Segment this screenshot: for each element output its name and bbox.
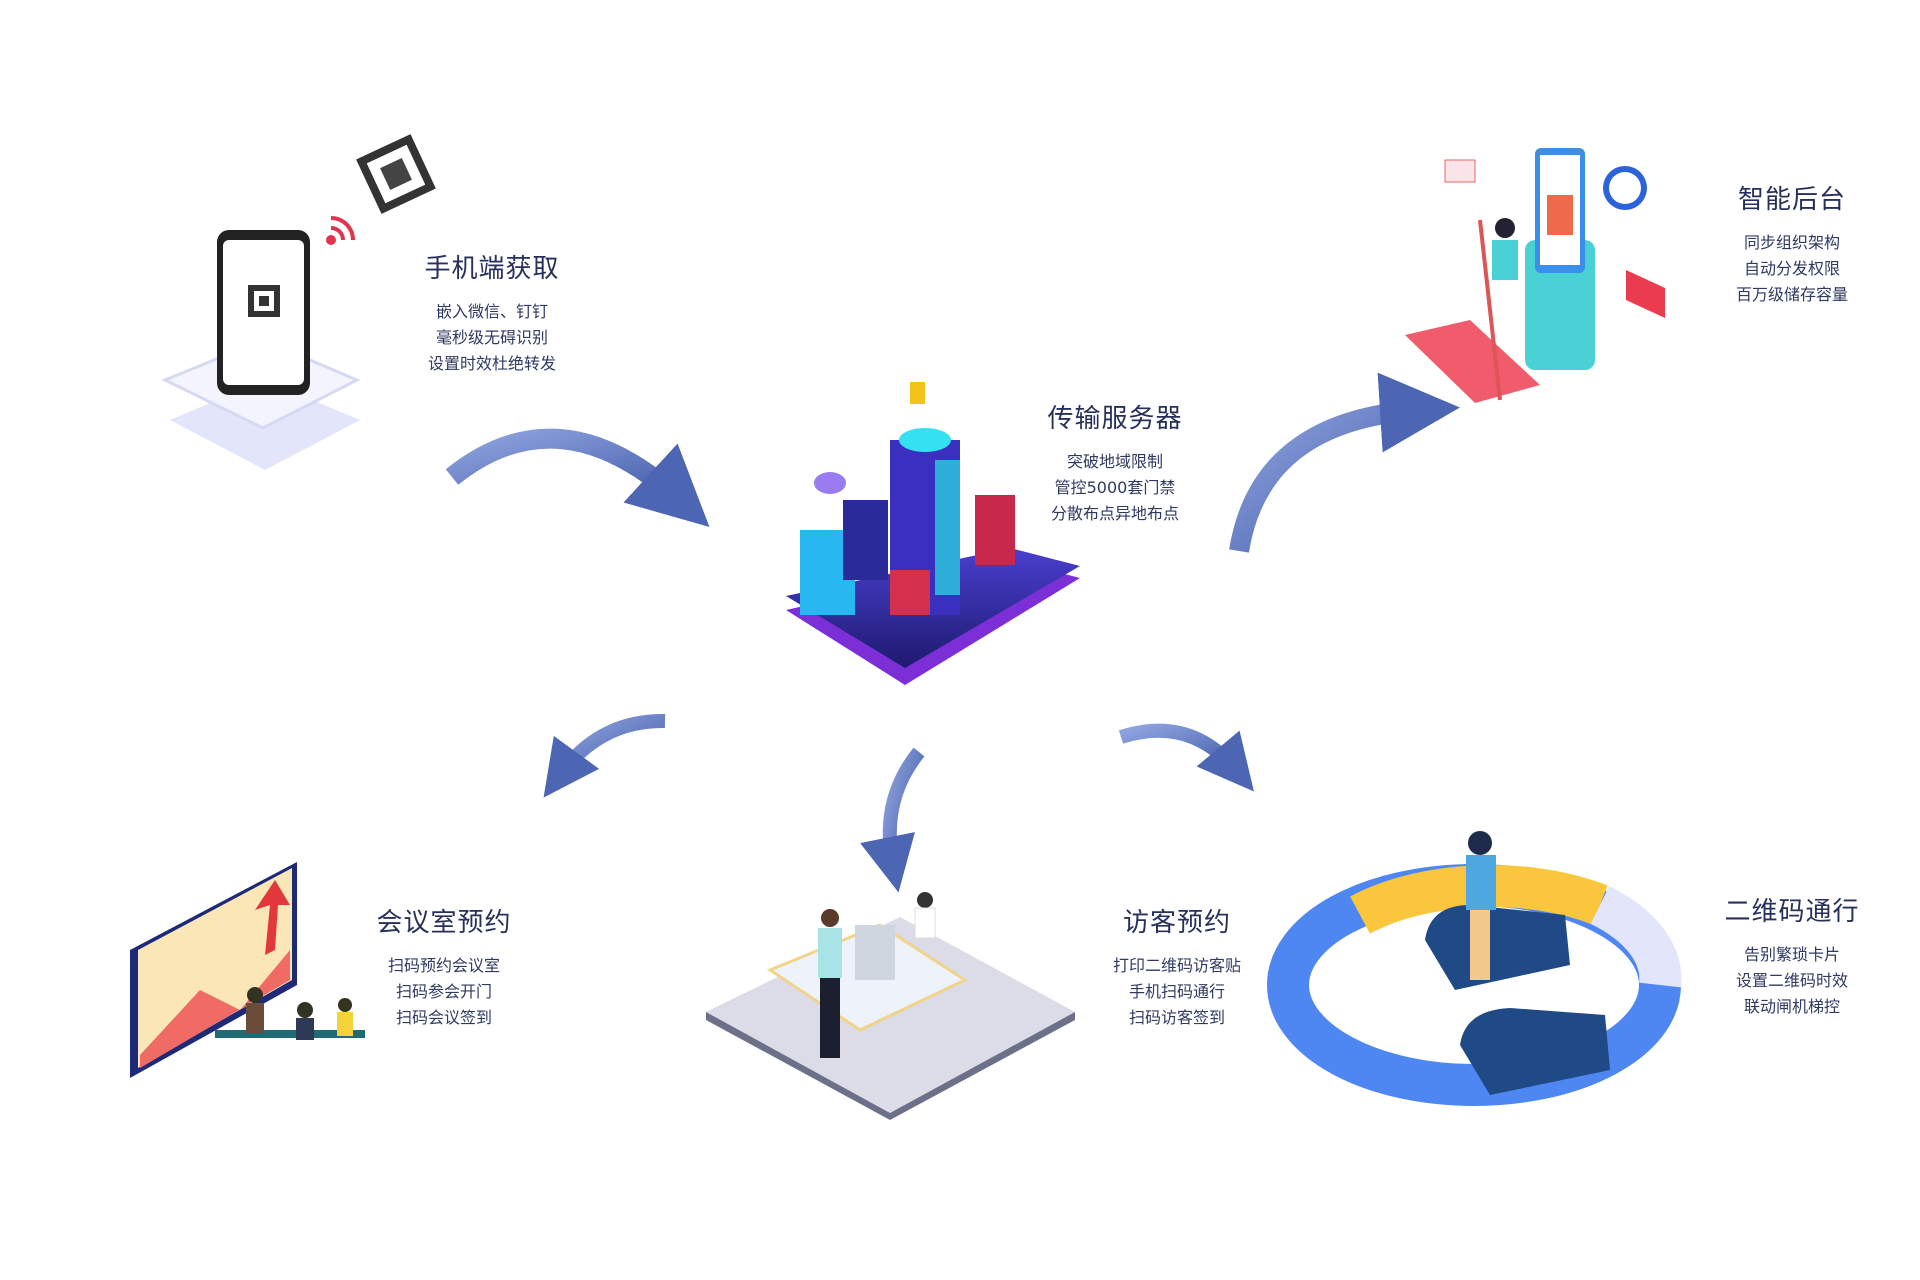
arrow-mobile-to-server <box>445 428 710 528</box>
node-title: 会议室预约 <box>376 908 512 938</box>
signal-icon <box>326 216 355 245</box>
node-title: 手机端获取 <box>424 254 560 284</box>
node-line: 扫码会议签到 <box>395 1008 492 1027</box>
visitor-desk-illustration <box>706 892 1075 1120</box>
node-line: 联动闸机梯控 <box>1743 997 1840 1016</box>
node-title: 传输服务器 <box>1047 404 1183 434</box>
mobile-phone-illustration <box>161 230 361 470</box>
node-line: 手机扫码通行 <box>1128 982 1225 1001</box>
smart-backend-illustration <box>1405 148 1665 403</box>
node-line: 打印二维码访客贴 <box>1112 956 1241 975</box>
node-line: 同步组织架构 <box>1743 233 1840 252</box>
node-line: 自动分发权限 <box>1743 259 1840 278</box>
arrow-server-to-visitor <box>860 747 925 893</box>
node-line: 扫码参会开门 <box>395 982 492 1001</box>
node-line: 告别繁琐卡片 <box>1743 945 1840 964</box>
node-qrpass: 二维码通行 告别繁琐卡片 设置二维码时效 联动闸机梯控 <box>1662 891 1920 1020</box>
node-line: 扫码预约会议室 <box>387 956 500 975</box>
node-title: 访客预约 <box>1122 908 1231 938</box>
arrow-server-to-backend <box>1229 372 1460 553</box>
node-line: 设置二维码时效 <box>1735 971 1848 990</box>
node-line: 嵌入微信、钉钉 <box>435 302 548 321</box>
node-line: 毫秒级无碍识别 <box>435 328 548 347</box>
qr-code-icon <box>356 134 436 214</box>
qr-gate-illustration <box>1267 831 1682 1106</box>
node-server: 传输服务器 突破地域限制 管控5000套门禁 分散布点异地布点 <box>985 398 1245 527</box>
meeting-room-illustration <box>130 862 365 1078</box>
node-backend: 智能后台 同步组织架构 自动分发权限 百万级储存容量 <box>1662 179 1920 308</box>
node-line: 分散布点异地布点 <box>1050 504 1179 523</box>
node-line: 管控5000套门禁 <box>1054 478 1176 497</box>
arrow-server-to-qrpass <box>1118 723 1254 792</box>
node-line: 百万级储存容量 <box>1735 285 1848 304</box>
node-mobile: 手机端获取 嵌入微信、钉钉 毫秒级无碍识别 设置时效杜绝转发 <box>362 248 622 377</box>
node-line: 扫码访客签到 <box>1128 1008 1225 1027</box>
node-meeting: 会议室预约 扫码预约会议室 扫码参会开门 扫码会议签到 <box>314 902 574 1031</box>
node-title: 二维码通行 <box>1724 897 1860 927</box>
node-title: 智能后台 <box>1737 185 1846 215</box>
node-line: 突破地域限制 <box>1066 452 1163 471</box>
node-visitor: 访客预约 打印二维码访客贴 手机扫码通行 扫码访客签到 <box>1047 902 1307 1031</box>
arrow-server-to-meeting <box>543 713 666 798</box>
server-city-illustration <box>786 382 1080 685</box>
node-line: 设置时效杜绝转发 <box>427 354 556 373</box>
